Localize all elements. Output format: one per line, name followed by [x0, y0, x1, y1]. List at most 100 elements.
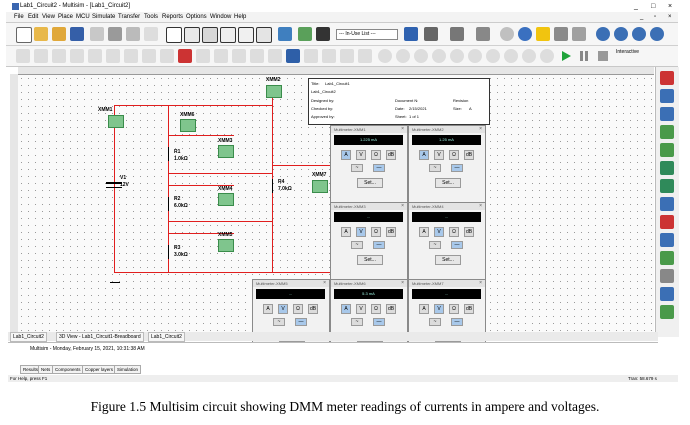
tab-copper-layers[interactable]: Copper layers — [82, 365, 117, 374]
logic-converter-icon[interactable] — [522, 49, 536, 63]
forward-annotate-icon[interactable] — [450, 27, 464, 41]
ac-button[interactable]: ~ — [429, 318, 441, 326]
mixed-icon[interactable] — [160, 49, 174, 63]
volt-button[interactable]: V — [434, 304, 444, 314]
dc-button[interactable]: — — [451, 318, 463, 326]
iv-analyzer-icon[interactable] — [540, 49, 554, 63]
wattmeter-tool-icon[interactable] — [660, 107, 674, 121]
close-icon[interactable]: × — [479, 126, 482, 132]
volt-button[interactable]: V — [356, 304, 366, 314]
zoom-in-icon[interactable] — [596, 27, 610, 41]
multimeter-window-xmm1[interactable]: Multimeter-XMM1× 1.225 mA A V Ω dB ~ — S… — [330, 125, 408, 203]
close-button[interactable]: × — [668, 3, 673, 10]
advanced-peripherals-icon[interactable] — [232, 49, 246, 63]
menu-help[interactable]: Help — [234, 14, 247, 20]
ac-button[interactable]: ~ — [273, 318, 285, 326]
db-button[interactable]: dB — [464, 304, 474, 314]
menu-file[interactable]: File — [14, 14, 24, 20]
network-tool-icon[interactable] — [660, 305, 674, 319]
close-icon[interactable]: × — [479, 203, 482, 209]
volt-button[interactable]: V — [434, 227, 444, 237]
open-folder-icon[interactable] — [34, 27, 48, 41]
settings-icon[interactable] — [554, 27, 568, 41]
bug-icon[interactable] — [572, 27, 586, 41]
amp-button[interactable]: A — [419, 304, 429, 314]
ac-button[interactable]: ~ — [429, 241, 441, 249]
dc-button[interactable]: — — [373, 241, 385, 249]
set-button[interactable]: Set... — [435, 255, 461, 265]
open-sample-icon[interactable] — [52, 27, 66, 41]
misc-icon[interactable] — [214, 49, 228, 63]
ohm-button[interactable]: Ω — [449, 227, 459, 237]
menu-simulate[interactable]: Simulate — [92, 14, 116, 20]
word-generator-icon[interactable] — [486, 49, 500, 63]
annotate-icon[interactable] — [298, 27, 312, 41]
maximize-button[interactable]: □ — [651, 3, 656, 10]
volt-button[interactable]: V — [278, 304, 288, 314]
menu-edit[interactable]: Edit — [28, 14, 39, 20]
hierarchical-block-icon[interactable] — [340, 49, 354, 63]
db-button[interactable]: dB — [308, 304, 318, 314]
menu-mcu[interactable]: MCU — [76, 14, 90, 20]
search-icon[interactable] — [500, 27, 514, 41]
menu-tools[interactable]: Tools — [144, 14, 159, 20]
multimeter-symbol-xmm7[interactable] — [312, 180, 328, 193]
ac-button[interactable]: ~ — [351, 241, 363, 249]
source-icon[interactable] — [16, 49, 30, 63]
db-button[interactable]: dB — [464, 227, 474, 237]
volt-button[interactable]: V — [434, 150, 444, 160]
pause-icon[interactable] — [580, 51, 588, 61]
diode-icon[interactable] — [52, 49, 66, 63]
menu-view[interactable]: View — [42, 14, 55, 20]
help-icon[interactable] — [404, 27, 418, 41]
db-button[interactable]: dB — [464, 150, 474, 160]
ohm-button[interactable]: Ω — [293, 304, 303, 314]
run-icon[interactable] — [562, 51, 571, 61]
dc-button[interactable]: — — [373, 318, 385, 326]
dc-button[interactable]: — — [451, 164, 463, 172]
frequency-counter-icon[interactable] — [468, 49, 482, 63]
set-button[interactable]: Set... — [357, 178, 383, 188]
db-button[interactable]: dB — [386, 227, 396, 237]
tab-lab1-circuit2-b[interactable]: Lab1_Circuit2 — [148, 332, 185, 342]
menu-reports[interactable]: Reports — [162, 14, 184, 20]
cmos-icon[interactable] — [124, 49, 138, 63]
stop-icon[interactable] — [598, 51, 608, 61]
chart-icon[interactable] — [256, 27, 272, 43]
mdi-restore-button[interactable]: ▫ — [654, 14, 657, 20]
menu-transfer[interactable]: Transfer — [118, 14, 141, 20]
save-icon[interactable] — [70, 27, 84, 41]
bode-plotter-icon[interactable] — [450, 49, 464, 63]
resistor-r3[interactable] — [168, 245, 172, 259]
bode-tool-icon[interactable] — [660, 161, 674, 175]
wattmeter-icon[interactable] — [414, 49, 428, 63]
rf-icon[interactable] — [250, 49, 264, 63]
erc-icon[interactable] — [316, 27, 330, 41]
resistor-r4[interactable] — [272, 179, 276, 193]
set-button[interactable]: Set... — [357, 255, 383, 265]
mdi-minimize-button[interactable]: _ — [640, 14, 644, 20]
ttl-icon[interactable] — [106, 49, 120, 63]
grid-icon[interactable] — [238, 27, 254, 43]
globe-icon[interactable] — [518, 27, 532, 41]
close-icon[interactable]: × — [479, 280, 482, 286]
multimeter-symbol-xmm6[interactable] — [180, 119, 196, 132]
menu-place[interactable]: Place — [58, 14, 74, 20]
print-preview-icon[interactable] — [126, 27, 140, 41]
multimeter-icon[interactable] — [378, 49, 392, 63]
indicator-icon[interactable] — [178, 49, 192, 63]
volt-button[interactable]: V — [356, 150, 366, 160]
netlist-icon[interactable] — [220, 27, 236, 43]
back-annotate-icon[interactable] — [424, 27, 438, 41]
spectrum-tool-icon[interactable] — [660, 287, 674, 301]
multimeter-tool-icon[interactable] — [660, 71, 674, 85]
multimeter-symbol-xmm5[interactable] — [218, 239, 234, 252]
multimeter-symbol-xmm2[interactable] — [266, 85, 282, 98]
close-icon[interactable]: × — [401, 126, 404, 132]
ohm-button[interactable]: Ω — [449, 304, 459, 314]
amp-button[interactable]: A — [341, 227, 351, 237]
tab-lab1-circuit2[interactable]: Lab1_Circuit2 — [10, 332, 47, 342]
ohm-button[interactable]: Ω — [449, 150, 459, 160]
menu-window[interactable]: Window — [210, 14, 232, 20]
ohm-button[interactable]: Ω — [371, 227, 381, 237]
